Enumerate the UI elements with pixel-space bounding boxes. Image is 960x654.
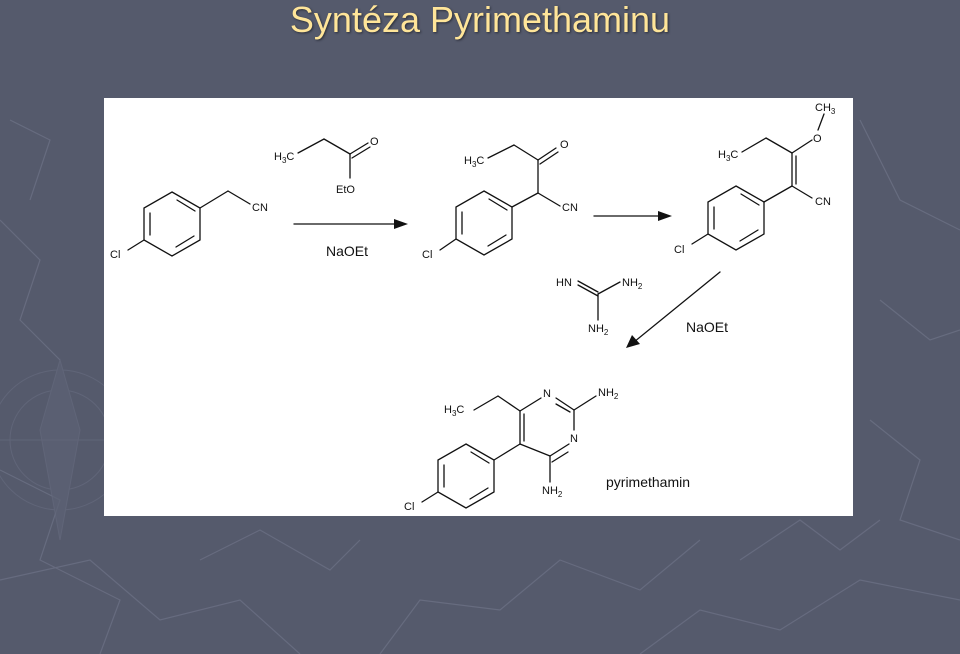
molecule-keto-nitrile xyxy=(439,144,561,256)
group-label-nh2-1: NH2 xyxy=(622,277,643,291)
atom-label-cn-3: CN xyxy=(815,196,831,208)
atom-label-n-2: N xyxy=(570,433,578,445)
atom-label-eto: EtO xyxy=(336,184,355,196)
group-label-h3c-1: H3C xyxy=(274,151,294,165)
molecule-guanidine xyxy=(577,280,621,321)
atom-label-cl-3: Cl xyxy=(674,244,684,256)
arrowhead-3 xyxy=(626,335,640,348)
group-label-nh2-2: NH2 xyxy=(588,323,609,337)
reagent-label-step1: NaOEt xyxy=(326,243,368,259)
molecule-pyrimethamine xyxy=(421,395,597,509)
atom-label-o-3: O xyxy=(813,133,822,145)
group-label-nh2-4: NH2 xyxy=(542,485,563,499)
product-name-label: pyrimethamin xyxy=(606,474,690,490)
molecule-ethyl-propanoate xyxy=(297,138,371,179)
slide-title: Syntéza Pyrimethaminu xyxy=(289,0,671,40)
atom-label-hn: HN xyxy=(556,277,572,289)
atom-label-cl-2: Cl xyxy=(422,249,432,261)
atom-label-cl-4: Cl xyxy=(404,501,414,513)
atom-label-n-1: N xyxy=(543,388,551,400)
arrowhead-2 xyxy=(658,211,672,221)
reagent-label-step3: NaOEt xyxy=(686,319,728,335)
reaction-arrow-3 xyxy=(633,271,721,343)
reaction-scheme: Cl CN H3C O EtO Cl CN O H3C Cl CN O CH3 … xyxy=(110,102,836,513)
atom-label-cn-1: CN xyxy=(252,202,268,214)
group-label-ch3: CH3 xyxy=(815,102,836,116)
atom-label-cn-2: CN xyxy=(562,202,578,214)
group-label-nh2-3: NH2 xyxy=(598,387,619,401)
group-label-h3c-4: H3C xyxy=(444,404,464,418)
atom-label-o-2: O xyxy=(560,139,569,151)
group-label-h3c-3: H3C xyxy=(718,149,738,163)
molecule-chlorophenylacetonitrile xyxy=(127,190,251,257)
molecule-enol-ether xyxy=(691,113,825,251)
group-label-h3c-2: H3C xyxy=(464,155,484,169)
arrowhead-1 xyxy=(394,219,408,229)
reaction-scheme-panel: Cl CN H3C O EtO Cl CN O H3C Cl CN O CH3 … xyxy=(104,98,853,516)
atom-label-cl-1: Cl xyxy=(110,249,120,261)
atom-label-o-1: O xyxy=(370,136,379,148)
